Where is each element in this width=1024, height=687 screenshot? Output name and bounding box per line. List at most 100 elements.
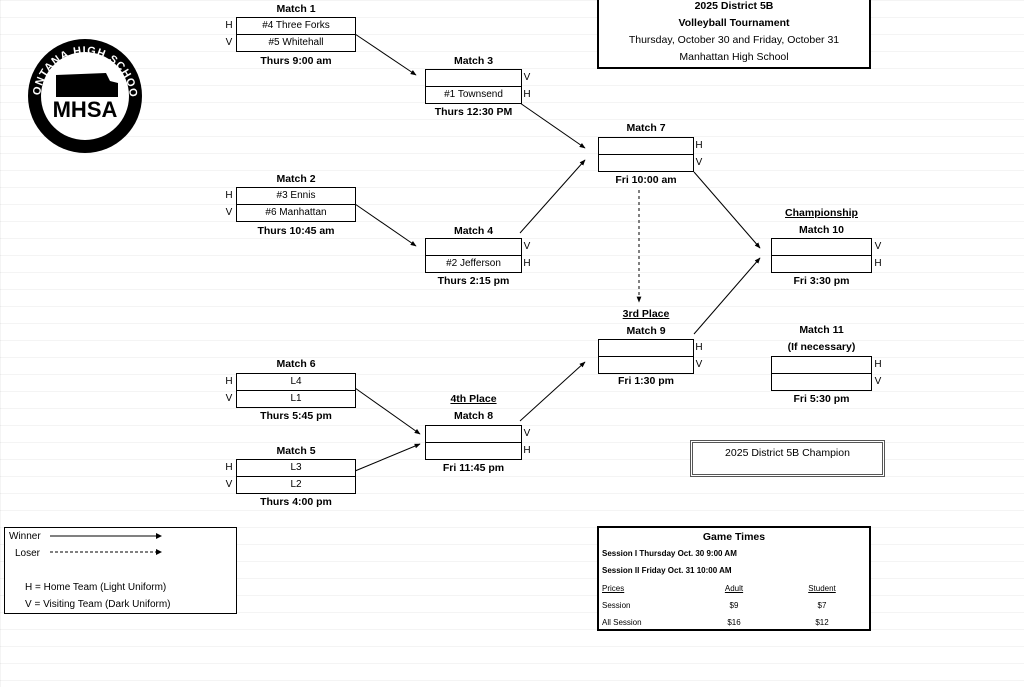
match-2-top-slot: #3 Ennis	[236, 187, 356, 205]
winner-line-m8-m9	[519, 361, 586, 422]
match-7-top-slot	[598, 137, 694, 155]
price-row-adult: $16	[727, 618, 741, 627]
tournament-dates: Thursday, October 30 and Friday, October…	[628, 34, 840, 46]
legend-loser-label: Loser	[15, 548, 41, 559]
match-1-title: Match 1	[276, 3, 316, 15]
visitor-marker: V	[874, 376, 882, 387]
match-2-title: Match 2	[276, 173, 316, 185]
match-10-title: Match 10	[799, 224, 844, 236]
prices-header: Prices	[602, 584, 625, 593]
price-row-adult: $9	[729, 601, 739, 610]
visitor-marker: V	[523, 241, 531, 252]
match-5-bottom-slot: L2	[236, 476, 356, 494]
visitor-marker: V	[225, 479, 233, 490]
winner-line-m2-m4	[354, 203, 417, 247]
winner-line-m5-m8	[354, 443, 421, 472]
champion-label: 2025 District 5B Champion	[725, 447, 850, 459]
champion-box: 2025 District 5B Champion	[690, 440, 885, 477]
match-11-top-slot	[771, 356, 872, 374]
match-11-bottom-slot	[771, 373, 872, 391]
match-6-time: Thurs 5:45 pm	[260, 410, 332, 422]
match-9-heading: 3rd Place	[622, 308, 670, 320]
match-10-time: Fri 3:30 pm	[793, 275, 850, 287]
legend: Winner Loser H = Home Team (Light Unifor…	[4, 527, 237, 614]
match-8-bottom-slot	[425, 442, 522, 460]
match-4-time: Thurs 2:15 pm	[437, 275, 510, 287]
match-5-title: Match 5	[276, 445, 316, 457]
game-times-title: Game Times	[702, 531, 766, 543]
match-8-time: Fri 11:45 pm	[442, 462, 505, 474]
tournament-header: 2025 District 5B Volleyball Tournament T…	[597, 0, 871, 69]
match-4-title: Match 4	[453, 225, 494, 237]
mhsa-logo: MONTANA HIGH SCHOOL MHSA ASSOCIATION	[26, 37, 142, 153]
match-3-title: Match 3	[453, 55, 494, 67]
match-1-time: Thurs 9:00 am	[260, 55, 332, 67]
winner-line-m9-m10	[693, 257, 761, 335]
match-6-title: Match 6	[276, 358, 316, 370]
match-2-bottom-slot: #6 Manhattan	[236, 204, 356, 222]
winner-arrow-icon	[50, 533, 162, 539]
home-marker: H	[523, 445, 531, 456]
match-9-bottom-slot	[598, 356, 694, 374]
match-1-top-slot: #4 Three Forks	[236, 17, 356, 35]
tournament-venue: Manhattan High School	[679, 51, 789, 63]
match-10-heading: Championship	[785, 207, 858, 219]
price-row-label: All Session	[602, 618, 642, 627]
home-marker: H	[523, 258, 531, 269]
home-marker: H	[225, 190, 233, 201]
match-11-title: Match 11	[799, 324, 844, 336]
match-3-top-slot	[425, 69, 522, 87]
match-11-time: Fri 5:30 pm	[793, 393, 850, 405]
loser-arrow-icon	[50, 549, 162, 555]
home-marker: H	[225, 462, 233, 473]
winner-line-m3-m7	[519, 102, 586, 149]
match-9-title: Match 9	[626, 325, 666, 337]
tournament-line2: Volleyball Tournament	[678, 17, 790, 29]
match-10-top-slot	[771, 238, 872, 256]
home-marker: H	[874, 359, 882, 370]
visitor-marker: V	[225, 393, 233, 404]
visitor-marker: V	[523, 72, 531, 83]
home-marker: H	[874, 258, 882, 269]
visitor-marker: V	[225, 37, 233, 48]
session-2-info: Session II Friday Oct. 31 10:00 AM	[602, 566, 732, 575]
winner-line-m1-m3	[354, 33, 417, 76]
home-marker: H	[695, 342, 703, 353]
home-marker: H	[695, 140, 703, 151]
visitor-marker: V	[523, 428, 531, 439]
match-8-top-slot	[425, 425, 522, 443]
match-2-time: Thurs 10:45 am	[257, 225, 335, 237]
match-7-bottom-slot	[598, 154, 694, 172]
visitor-marker: V	[695, 359, 703, 370]
visitor-marker: V	[695, 157, 703, 168]
match-7-time: Fri 10:00 am	[615, 174, 677, 186]
match-4-bottom-slot: #2 Jefferson	[425, 255, 522, 273]
match-6-bottom-slot: L1	[236, 390, 356, 408]
visitor-marker: V	[874, 241, 882, 252]
winner-line-m4-m7	[519, 159, 586, 234]
winner-line-m6-m8	[354, 387, 421, 435]
montana-state-icon	[56, 73, 118, 99]
price-row-student: $12	[815, 618, 829, 627]
price-row-student: $7	[817, 601, 827, 610]
legend-winner-label: Winner	[9, 531, 41, 542]
game-times-panel: Game Times Session I Thursday Oct. 30 9:…	[597, 526, 871, 631]
match-5-top-slot: L3	[236, 459, 356, 477]
adult-header: Adult	[724, 584, 744, 593]
home-marker: H	[225, 20, 233, 31]
match-11-subtitle: (If necessary)	[787, 341, 856, 353]
match-10-bottom-slot	[771, 255, 872, 273]
student-header: Student	[808, 584, 836, 593]
match-1-bottom-slot: #5 Whitehall	[236, 34, 356, 52]
price-row-label: Session	[602, 601, 631, 610]
match-8-heading: 4th Place	[450, 393, 497, 405]
match-3-time: Thurs 12:30 PM	[434, 106, 513, 118]
match-8-title: Match 8	[453, 410, 494, 422]
match-7-title: Match 7	[626, 122, 666, 134]
svg-text:MHSA: MHSA	[53, 97, 118, 122]
match-4-top-slot	[425, 238, 522, 256]
legend-home-key: H = Home Team (Light Uniform)	[25, 582, 167, 593]
home-marker: H	[523, 89, 531, 100]
winner-line-m7-m10	[693, 171, 761, 249]
